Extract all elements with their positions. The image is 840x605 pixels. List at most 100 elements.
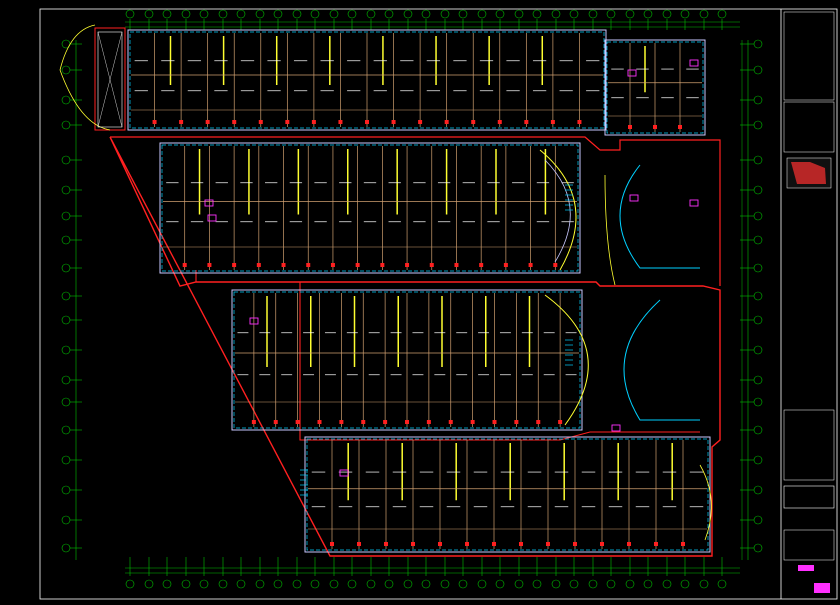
fire-damper [503, 263, 508, 267]
fire-damper [232, 120, 237, 124]
room-label [521, 332, 533, 334]
block-lower-mid [231, 289, 583, 431]
fire-damper [426, 420, 431, 424]
fire-damper [546, 542, 550, 546]
axis-bubble-bottom [125, 579, 135, 589]
curved-ramp-edge-2 [544, 294, 589, 426]
fire-damper [411, 542, 415, 546]
room-label [478, 332, 490, 334]
fire-damper [232, 263, 237, 267]
axis-bubble-top [643, 9, 653, 19]
room-label [324, 332, 336, 334]
axis-bubble-bottom [625, 579, 635, 589]
room-label [187, 60, 202, 62]
room-label [611, 68, 624, 70]
room-label [281, 332, 293, 334]
room-label [390, 374, 402, 376]
yellow-curve-4 [59, 69, 111, 131]
fire-damper [492, 420, 497, 424]
room-label [368, 332, 380, 334]
axis-bubble-bottom [292, 579, 302, 589]
room-label [586, 60, 600, 62]
room-label [215, 221, 228, 223]
axis-bubble-top [199, 9, 209, 19]
room-label [536, 221, 550, 223]
axis-bubble-top [699, 9, 709, 19]
fire-damper [465, 542, 469, 546]
axis-bubble-top [125, 9, 135, 19]
equipment-room [689, 59, 699, 67]
axis-bubble-top [680, 9, 690, 19]
block-upper-mid-outline [159, 142, 581, 274]
room-label [473, 471, 488, 473]
room-label [565, 374, 577, 376]
revision-stamp [798, 565, 814, 571]
fire-damper [628, 125, 632, 129]
fire-damper [311, 120, 316, 124]
fire-damper [492, 542, 496, 546]
fire-damper [384, 542, 388, 546]
axis-bubble-bottom [218, 579, 228, 589]
room-label [462, 221, 475, 223]
room-label [338, 506, 353, 508]
axis-bubble-top [477, 9, 487, 19]
curved-ramp-edge [539, 149, 577, 271]
room-label [532, 90, 547, 92]
axis-bubble-top [662, 9, 672, 19]
room-label [365, 471, 380, 473]
axis-bubble-top [495, 9, 505, 19]
axis-bubble-top [440, 9, 450, 19]
room-label [347, 60, 361, 62]
room-label [419, 506, 434, 508]
room-label [543, 374, 555, 376]
room-label [453, 60, 467, 62]
axis-bubble-bottom [329, 579, 339, 589]
fire-damper [558, 420, 563, 424]
block-south-outline [304, 436, 711, 553]
room-label [314, 221, 327, 223]
axis-bubble-bottom [606, 579, 616, 589]
fire-damper [383, 420, 388, 424]
room-label [237, 374, 249, 376]
room-label [608, 471, 623, 473]
room-label [363, 221, 377, 223]
axis-bubble-bottom [273, 579, 283, 589]
room-label [536, 182, 550, 184]
fire-damper [380, 263, 385, 267]
room-label [543, 332, 555, 334]
fire-damper [317, 420, 322, 424]
room-label [413, 221, 426, 223]
axis-bubble-top [347, 9, 357, 19]
fire-damper [418, 120, 423, 124]
room-label [134, 90, 148, 92]
fire-damper [573, 542, 577, 546]
room-label [478, 374, 490, 376]
fire-damper [444, 120, 449, 124]
room-label [437, 182, 451, 184]
fire-damper [361, 420, 366, 424]
equipment-room [629, 194, 639, 202]
axis-bubble-bottom [421, 579, 431, 589]
block-northeast-outline [604, 39, 706, 136]
fire-damper [536, 420, 541, 424]
axis-bubble-bottom [162, 579, 172, 589]
axis-bubble-top [144, 9, 154, 19]
room-label [565, 332, 577, 334]
room-label [240, 60, 255, 62]
axis-bubble-bottom [588, 579, 598, 589]
drawing-title-box [783, 485, 835, 509]
room-label [303, 374, 315, 376]
fire-damper [205, 120, 210, 124]
axis-bubble-top [421, 9, 431, 19]
keyplan-highlight [791, 162, 826, 184]
block-upper-mid-corridor [161, 144, 579, 272]
room-label [161, 60, 175, 62]
axis-bubble-top [218, 9, 228, 19]
axis-bubble-top [514, 9, 524, 19]
fire-damper [448, 420, 453, 424]
equipment-room [249, 317, 259, 325]
room-label [419, 471, 434, 473]
room-label [339, 182, 352, 184]
